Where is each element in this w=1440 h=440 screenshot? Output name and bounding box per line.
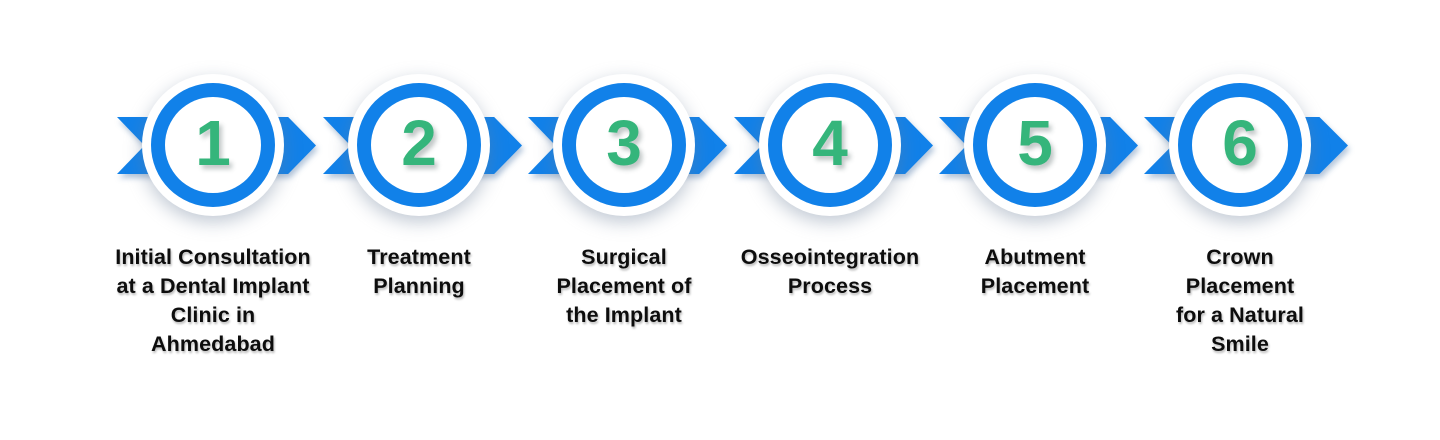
step-label: Crown Placement for a Natural Smile <box>1176 245 1304 356</box>
step-number: 4 <box>812 107 848 179</box>
step-circle-ring: 1 <box>151 83 275 207</box>
step-number: 3 <box>606 107 642 179</box>
step-circle: 2 <box>348 74 490 216</box>
step-circle-core: 1 <box>165 97 261 193</box>
step-label: Osseointegration Process <box>740 245 920 298</box>
step-circle-core: 6 <box>1192 97 1288 193</box>
step-circle-ring: 4 <box>768 83 892 207</box>
step-circle-ring: 2 <box>357 83 481 207</box>
step-circle-ring: 3 <box>562 83 686 207</box>
step-label: Abutment Placement <box>980 245 1090 298</box>
step-circle: 4 <box>759 74 901 216</box>
step-circle-core: 2 <box>371 97 467 193</box>
step-number: 1 <box>195 107 231 179</box>
step-circle: 5 <box>964 74 1106 216</box>
step-number: 5 <box>1017 107 1053 179</box>
step-circle-ring: 5 <box>973 83 1097 207</box>
step-circle: 3 <box>553 74 695 216</box>
step-circle-core: 5 <box>987 97 1083 193</box>
step-circle-core: 4 <box>782 97 878 193</box>
step-number: 6 <box>1222 107 1258 179</box>
step-circle-core: 3 <box>576 97 672 193</box>
step-label: Initial Consultation at a Dental Implant… <box>115 245 311 356</box>
step-number: 2 <box>401 107 437 179</box>
step-label: Surgical Placement of the Implant <box>556 245 692 327</box>
step-label: Treatment Planning <box>367 245 471 298</box>
step-circle-ring: 6 <box>1178 83 1302 207</box>
step-circle: 6 <box>1169 74 1311 216</box>
step-circle: 1 <box>142 74 284 216</box>
